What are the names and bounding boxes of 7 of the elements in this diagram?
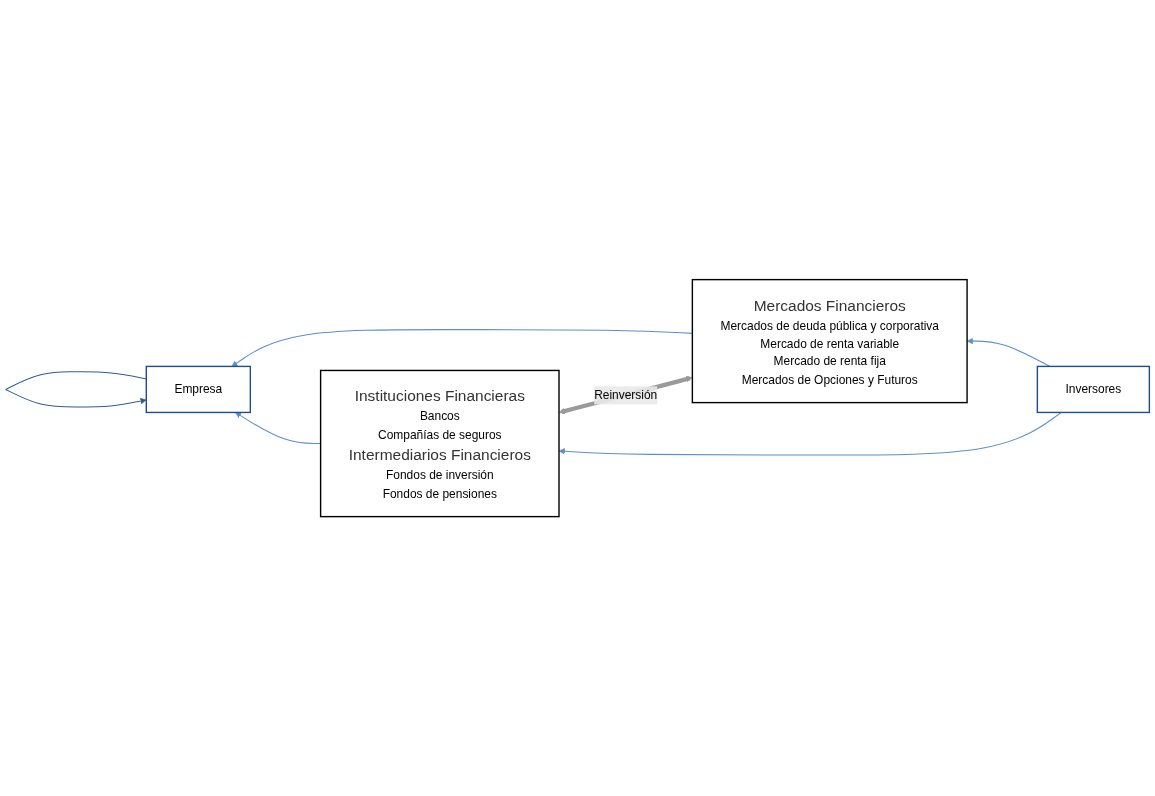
edge-label: Reinversión [594,388,658,402]
arrow [5,371,147,408]
node-box: Empresa [145,365,252,414]
arrow [231,328,693,367]
node-box: Inversores [1036,365,1151,414]
node-box: Mercados Financieros Mercados de deuda pública y corporativa Mercado de renta variable Mercado de renta fija Mercados de Opciones y Futuros [691,278,968,404]
node-box: Instituciones Financieras Bancos Compañías de seguros Intermediarios Financieros Fondos de inversión Fondos de pensiones [319,369,560,518]
